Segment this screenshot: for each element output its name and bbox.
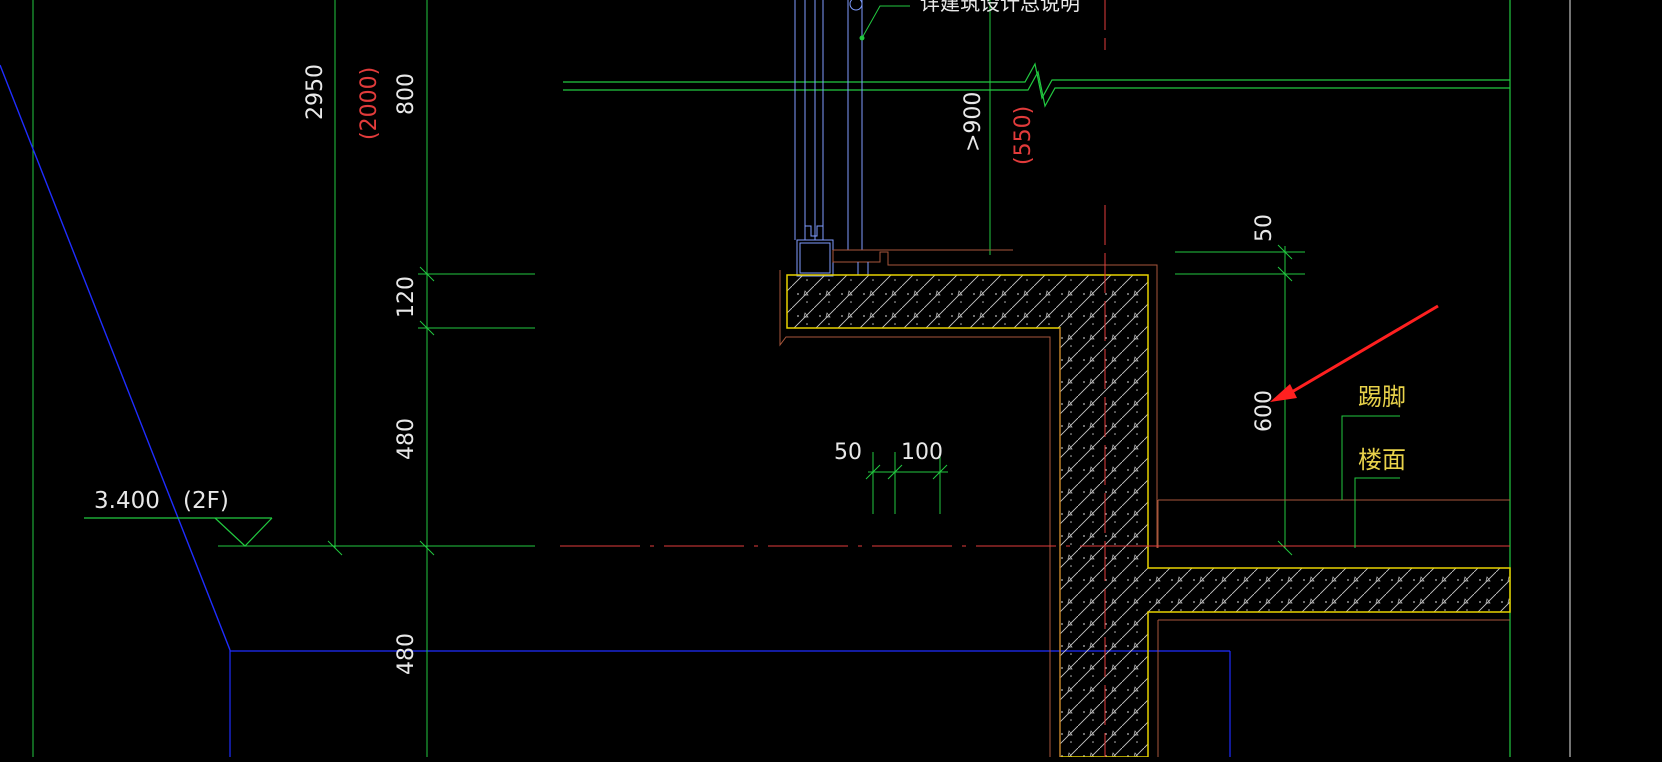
ceiling-line-with-break <box>563 62 1510 108</box>
dim-2000: (2000) <box>357 67 382 140</box>
note-top-label: 详建筑设计总说明 <box>920 0 1080 15</box>
level-marker <box>84 517 273 547</box>
level-value: 3.400 <box>94 488 160 514</box>
dim-900: >900 <box>961 92 986 152</box>
left-boundary-lines <box>0 0 1231 757</box>
dim-2950: 2950 <box>303 64 328 120</box>
dim-480-lower: 480 <box>394 633 419 675</box>
dim-120: 120 <box>394 276 419 318</box>
tag-baseboard: 踢脚 <box>1358 383 1406 411</box>
dim-800: 800 <box>394 73 419 115</box>
material-tag-leaders <box>1341 415 1400 548</box>
dim-50-center: 50 <box>834 440 862 465</box>
dim-50-right: 50 <box>1252 214 1277 242</box>
note-leader <box>859 5 910 41</box>
window-frame <box>794 0 863 277</box>
vertical-dimension-lines <box>218 0 1305 757</box>
concrete-section <box>786 274 1511 758</box>
right-boundary-lines <box>1509 0 1571 757</box>
level-floor-label: (2F) <box>183 488 229 514</box>
horizontal-dimension-50-100 <box>865 452 948 514</box>
dim-100: 100 <box>901 440 943 465</box>
center-lines <box>560 0 1148 757</box>
floor-finish-lines <box>1148 499 1510 548</box>
dim-550: (550) <box>1011 106 1036 165</box>
dim-480-upper: 480 <box>394 418 419 460</box>
inner-concrete-edge <box>1059 328 1510 757</box>
red-arrow-annotation <box>1270 304 1439 402</box>
sill-detail <box>779 249 1158 757</box>
tag-floor-finish: 楼面 <box>1358 446 1406 474</box>
dim-600: 600 <box>1252 390 1277 432</box>
